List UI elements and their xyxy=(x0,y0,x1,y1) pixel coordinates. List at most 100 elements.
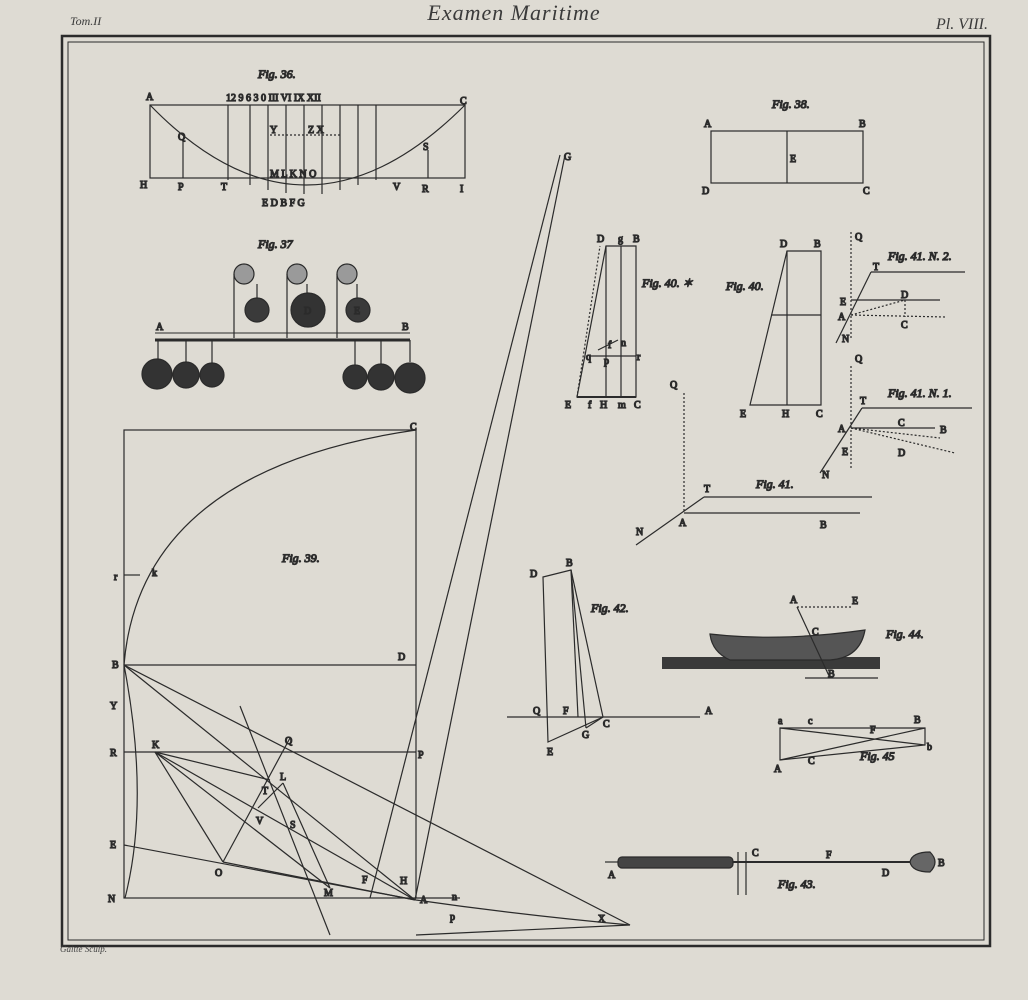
fig39-label-l: L xyxy=(280,772,286,783)
fig41n1-label-e: E xyxy=(842,447,848,458)
fig37-label-d: D xyxy=(304,306,311,317)
fig36-label-t: T xyxy=(221,182,227,193)
fig43-caption: Fig. 43. xyxy=(777,877,816,891)
fig43-label-f: F xyxy=(826,850,832,861)
fig37-caption: Fig. 37 xyxy=(257,237,294,251)
fig45-label-a-small: a xyxy=(778,716,783,727)
fig45-label-b: B xyxy=(914,715,921,726)
fig41-caption: Fig. 41. xyxy=(755,477,794,491)
fig40a-label-b: B xyxy=(633,234,640,245)
fig39-label-r: R xyxy=(110,748,117,759)
fig45-label-c: C xyxy=(808,756,815,767)
fig43-label-c: C xyxy=(752,848,759,859)
fig36-label-i: I xyxy=(460,184,463,195)
fig37-label-b: B xyxy=(402,322,409,333)
fig40b-diagram xyxy=(749,250,822,406)
fig40a-caption: Fig. 40. ✶ xyxy=(641,276,694,290)
fig41-label-n: N xyxy=(636,527,643,538)
fig41n1-caption: Fig. 41. N. 1. xyxy=(887,386,952,400)
fig39-caption: Fig. 39. xyxy=(281,551,320,565)
fig45-label-c-small: c xyxy=(808,716,813,727)
fig36-label-p: P xyxy=(178,182,184,193)
fig40a-label-f-lower: f xyxy=(588,400,592,411)
fig36-label-v: V xyxy=(393,182,401,193)
fig38-label-e: E xyxy=(790,154,796,165)
fig39-label-b: B xyxy=(112,660,119,671)
fig39-label-k: K xyxy=(152,740,160,751)
fig39-label-o: O xyxy=(215,868,222,879)
fig36-label-s: S xyxy=(423,142,429,153)
fig45-diagram xyxy=(779,727,926,761)
fig41n2-label-e: E xyxy=(840,297,846,308)
fig37-diagram xyxy=(141,263,426,394)
fig42-label-f: F xyxy=(563,706,569,717)
fig39-label-g: G xyxy=(564,152,571,163)
fig43-label-b: B xyxy=(938,858,945,869)
fig42-label-c: C xyxy=(603,719,610,730)
fig40a-diagram xyxy=(576,245,637,398)
fig39-label-v: V xyxy=(256,816,264,827)
fig41n2-label-t: T xyxy=(873,262,879,273)
engraver-credit: Gaitte Sculp. xyxy=(60,944,107,954)
fig39-label-p: P xyxy=(418,750,424,761)
fig45-label-f: F xyxy=(870,725,876,736)
fig44-label-b: B xyxy=(828,669,835,680)
fig42-label-g: G xyxy=(582,730,589,741)
fig42-diagram xyxy=(507,569,700,743)
fig38-label-d: D xyxy=(702,186,709,197)
fig40a-label-d: D xyxy=(597,234,604,245)
fig40b-label-e: E xyxy=(740,409,746,420)
fig40a-label-q: q xyxy=(586,352,591,363)
fig39-label-x: X xyxy=(598,914,606,925)
fig41n2-diagram xyxy=(835,232,965,344)
fig41n2-label-q: Q xyxy=(855,232,863,243)
fig41n1-label-q: Q xyxy=(855,354,863,365)
fig42-label-a: A xyxy=(705,706,713,717)
fig36-label-h: H xyxy=(140,180,147,191)
fig39-label-e: E xyxy=(110,840,116,851)
fig36-top-labels: 12 9 6 3 0 III VI IX XII xyxy=(226,93,321,104)
fig38-diagram xyxy=(710,130,864,184)
fig36-label-r: R xyxy=(422,184,429,195)
fig40a-label-g: g xyxy=(618,234,623,245)
fig39-label-t: T xyxy=(262,786,268,797)
fig45-label-b-small: b xyxy=(927,742,932,753)
fig39-label-d: D xyxy=(398,652,405,663)
fig45-label-a: A xyxy=(774,764,782,775)
fig39-label-a: A xyxy=(420,895,428,906)
fig40a-label-m: m xyxy=(618,400,626,411)
fig39-diagram xyxy=(123,154,631,936)
fig36-label-y: Y xyxy=(270,125,277,136)
fig40a-label-p: p xyxy=(604,356,609,367)
fig36-label-c: C xyxy=(460,96,467,107)
fig41n1-label-c: C xyxy=(898,418,905,429)
fig36-bottom-labels: E D B F G xyxy=(262,198,305,209)
fig41n1-label-a: A xyxy=(838,424,846,435)
fig44-label-a: A xyxy=(790,595,798,606)
fig41-label-a: A xyxy=(679,518,687,529)
volume-label: Tom.II xyxy=(70,14,102,28)
fig39-label-f: F xyxy=(362,875,368,886)
fig36-label-zx: Z X xyxy=(308,125,325,136)
fig40a-label-e: E xyxy=(565,400,571,411)
fig36-mid-labels: M L K N O xyxy=(270,169,316,180)
fig38-caption: Fig. 38. xyxy=(771,97,810,111)
fig40a-label-c: C xyxy=(634,400,641,411)
fig43-diagram xyxy=(605,851,936,895)
fig39-label-p-small: p xyxy=(450,912,455,923)
fig36-diagram xyxy=(149,104,466,194)
fig41-label-t: T xyxy=(704,484,710,495)
fig42-caption: Fig. 42. xyxy=(590,601,629,615)
plate-title: Examen Maritime xyxy=(427,0,601,25)
fig45-caption: Fig. 45 xyxy=(859,749,895,763)
fig40a-label-n: n xyxy=(621,338,626,349)
fig36-caption: Fig. 36. xyxy=(257,67,296,81)
fig42-label-b: B xyxy=(566,558,573,569)
fig39-label-h: H xyxy=(400,876,407,887)
fig41n1-label-n: N xyxy=(822,470,829,481)
fig39-label-r-small: r xyxy=(114,572,118,583)
fig39-label-q: Q xyxy=(285,736,293,747)
plate-number: Pl. VIII. xyxy=(936,16,988,33)
fig41-label-q: Q xyxy=(670,380,678,391)
